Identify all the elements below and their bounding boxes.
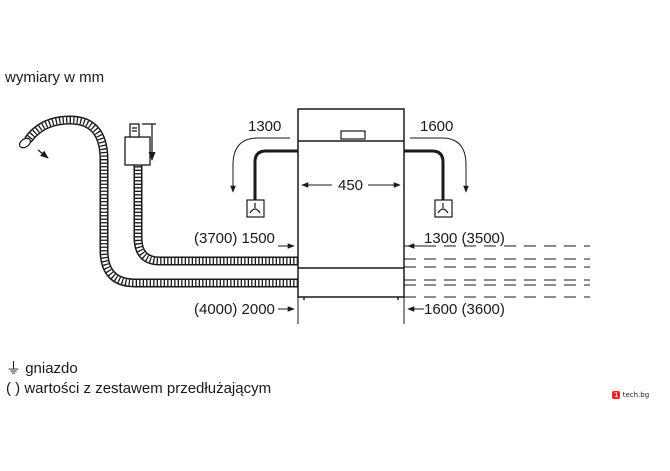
socket-left-icon	[246, 199, 265, 218]
drain-hose-nozzle	[18, 137, 49, 159]
watermark-text: tech.bg	[622, 391, 650, 399]
dim-width: 450	[338, 177, 364, 194]
watermark: 1 tech.bg	[612, 391, 649, 399]
inlet-hose	[133, 165, 298, 266]
socket-legend-icon: ⏚	[6, 360, 22, 377]
dim-cord-left: 1300	[248, 118, 282, 135]
dim-hose-right-lower: 1600 (3600)	[424, 301, 505, 318]
diagram-title: wymiary w mm	[5, 69, 105, 86]
legend-extension: ( ) wartości z zestawem przedłużającym	[6, 381, 271, 396]
dimension-arrows	[278, 182, 424, 312]
hose-continuation-dashed	[404, 245, 590, 298]
dishwasher-outline	[297, 108, 405, 300]
watermark-badge: 1	[612, 391, 621, 399]
reference-lines	[297, 297, 405, 324]
socket-right-icon	[434, 199, 453, 218]
socket-legend-label: gniazdo	[25, 360, 78, 377]
extension-legend-symbol: ( )	[6, 380, 21, 397]
dim-hose-left-lower: (4000) 2000	[194, 301, 275, 318]
extension-legend-label: wartości z zestawem przedłużającym	[24, 380, 272, 397]
dim-cord-right: 1600	[420, 118, 454, 135]
power-cords	[253, 149, 445, 200]
drain-hose	[24, 115, 298, 288]
dim-hose-right-upper: 1300 (3500)	[424, 230, 505, 247]
dim-hose-left-upper: (3700) 1500	[194, 230, 275, 247]
aquastop-valve	[124, 123, 156, 166]
cord-reach-arrows	[230, 137, 469, 193]
legend-socket: ⏚ gniazdo	[6, 361, 78, 376]
